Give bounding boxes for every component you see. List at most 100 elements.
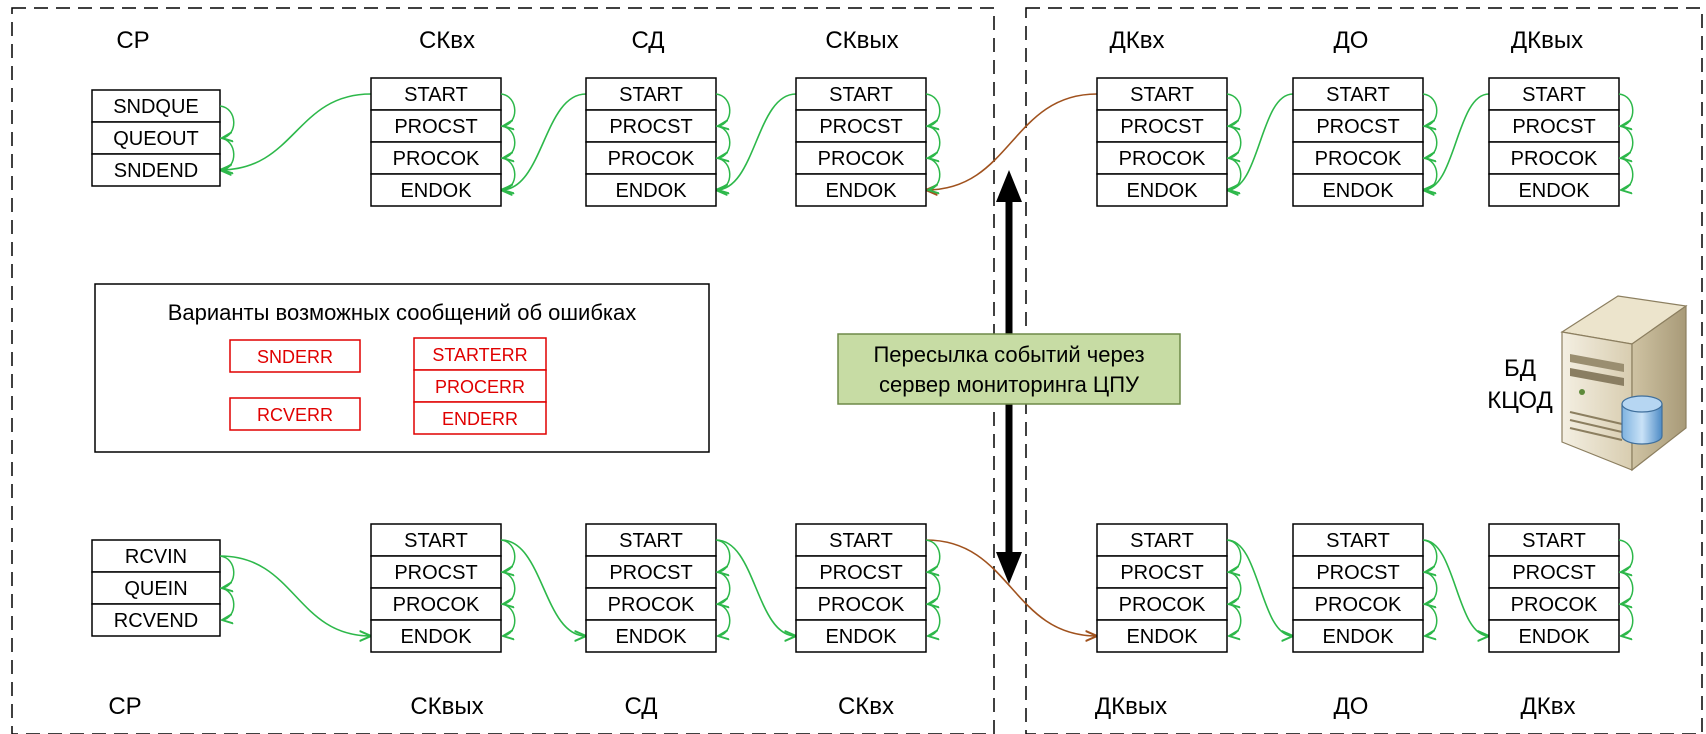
state-label: PROCOK: [1315, 148, 1402, 170]
transition-arrow: [715, 93, 731, 126]
error-code-procerr: PROCERR: [413, 369, 547, 403]
state-label: START: [619, 84, 683, 106]
state-cell-start: START: [1096, 523, 1228, 557]
state-label: START: [404, 530, 468, 552]
state-cell-procst: PROCST: [1292, 109, 1424, 143]
top-stage-label-3: СКвых: [825, 27, 898, 54]
state-cell-start: START: [585, 523, 717, 557]
bottom-stage-label-4: ДКвых: [1095, 693, 1167, 720]
state-label: PROCOK: [608, 148, 695, 170]
state-label: PROCST: [819, 116, 902, 138]
state-label: PROCOK: [1511, 148, 1598, 170]
state-label: PROCOK: [1511, 594, 1598, 616]
state-label: PROCST: [609, 116, 692, 138]
state-label: PROCST: [1316, 562, 1399, 584]
transition-arrow: [500, 539, 516, 572]
state-label: PROCOK: [393, 594, 480, 616]
state-cell-rcvend: RCVEND: [91, 603, 221, 637]
bottom-stage-label-5: ДО: [1334, 693, 1369, 720]
state-label: PROCOK: [1119, 594, 1206, 616]
state-cell-start: START: [1096, 77, 1228, 111]
transition-arrow: [1618, 125, 1634, 158]
state-cell-endok: ENDOK: [585, 619, 717, 653]
top-unit-stack-5: START PROCST PROCOK ENDOK: [1292, 77, 1438, 207]
state-label: RCVIN: [125, 546, 187, 568]
transition-arrow: [1226, 93, 1242, 126]
transition-arrow: [500, 125, 516, 158]
transition-arrow: [715, 571, 731, 604]
state-label: PROCST: [1512, 562, 1595, 584]
state-label: ENDOK: [1322, 180, 1394, 202]
error-code-label: PROCERR: [435, 377, 525, 397]
state-cell-start: START: [585, 77, 717, 111]
state-cell-procst: PROCST: [585, 555, 717, 589]
db-label-line2: КЦОД: [1487, 387, 1553, 414]
state-cell-start: START: [370, 523, 502, 557]
bottom-stage-label-3: СКвх: [838, 693, 894, 720]
state-cell-endok: ENDOK: [795, 619, 927, 653]
flow-arrow-bottom-1: [219, 555, 371, 636]
flow-arrow-bottom-6: [1422, 539, 1489, 636]
state-label: ENDOK: [1126, 180, 1198, 202]
transition-arrow: [500, 93, 516, 126]
transition-arrow: [1422, 603, 1438, 636]
state-cell-procok: PROCOK: [795, 141, 927, 175]
transition-arrow: [219, 105, 235, 138]
state-cell-procst: PROCST: [1096, 555, 1228, 589]
transition-arrow: [1618, 93, 1634, 126]
top-stage-label-4: ДКвх: [1110, 27, 1165, 54]
state-cell-procst: PROCST: [795, 555, 927, 589]
state-label: QUEOUT: [113, 128, 199, 150]
state-cell-start: START: [1292, 523, 1424, 557]
state-cell-endok: ENDOK: [1488, 173, 1620, 207]
state-label: START: [829, 84, 893, 106]
error-variants-title: Варианты возможных сообщений об ошибках: [168, 300, 637, 325]
state-label: PROCST: [1512, 116, 1595, 138]
state-label: PROCST: [394, 562, 477, 584]
state-label: PROCST: [1120, 562, 1203, 584]
error-code-label: SNDERR: [257, 347, 333, 367]
db-label-line1: БД: [1504, 355, 1536, 382]
state-label: START: [1130, 84, 1194, 106]
transition-arrow: [1618, 157, 1634, 190]
state-cell-rcvin: RCVIN: [91, 539, 221, 573]
state-label: SNDQUE: [113, 96, 199, 118]
state-label: ENDOK: [1126, 626, 1198, 648]
state-cell-start: START: [1292, 77, 1424, 111]
flow-arrow-bottom-2: [500, 539, 586, 636]
state-label: PROCOK: [1119, 148, 1206, 170]
state-label: SNDEND: [114, 160, 198, 182]
state-label: ENDOK: [400, 180, 472, 202]
transition-arrow: [1226, 125, 1242, 158]
error-code-starterr: STARTERR: [413, 337, 547, 371]
transition-arrow: [715, 125, 731, 158]
state-cell-procst: PROCST: [585, 109, 717, 143]
right-zone-frame: [1025, 7, 1703, 734]
transition-arrow: [1422, 571, 1438, 604]
state-cell-start: START: [795, 77, 927, 111]
transition-arrow: [925, 125, 941, 158]
error-variants-panel: Варианты возможных сообщений об ошибках …: [94, 283, 710, 453]
state-label: START: [1326, 530, 1390, 552]
flow-arrow-bottom-relay: [925, 539, 1097, 636]
state-cell-procok: PROCOK: [1488, 587, 1620, 621]
transition-arrow: [1226, 157, 1242, 190]
transition-arrow: [715, 157, 731, 190]
state-label: START: [1326, 84, 1390, 106]
flow-arrow-bottom-3: [715, 539, 796, 636]
state-cell-procok: PROCOK: [795, 587, 927, 621]
state-cell-procst: PROCST: [1292, 555, 1424, 589]
flow-arrow-bottom-5: [1226, 539, 1293, 636]
flow-arrow-top-5: [1227, 93, 1294, 190]
state-cell-procok: PROCOK: [1096, 587, 1228, 621]
state-cell-start: START: [1488, 523, 1620, 557]
transition-arrow: [715, 603, 731, 636]
state-label: ENDOK: [825, 180, 897, 202]
state-cell-procok: PROCOK: [370, 141, 502, 175]
